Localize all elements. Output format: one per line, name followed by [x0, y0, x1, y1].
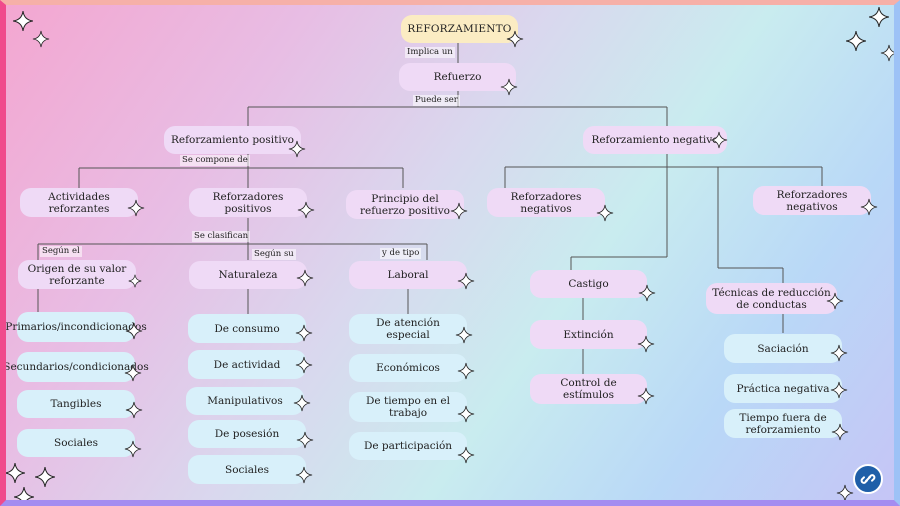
sparkle-icon	[125, 322, 143, 340]
leaf-atencion-especial[interactable]: De atención especial	[349, 314, 467, 344]
sparkle-icon	[500, 78, 518, 96]
sparkle-icon	[710, 131, 728, 149]
leaf-manipulativos[interactable]: Manipulativos	[186, 387, 304, 415]
node-castigo[interactable]: Castigo	[530, 270, 647, 298]
leaf-tiempo-fuera[interactable]: Tiempo fuera de reforzamiento	[724, 409, 842, 438]
sparkle-icon	[124, 364, 142, 382]
sparkle-icon	[457, 362, 475, 380]
node-principio-refuerzo-positivo[interactable]: Principio del refuerzo positivo	[346, 190, 464, 219]
node-extincion[interactable]: Extinción	[530, 320, 647, 349]
sparkle-icon	[846, 31, 866, 51]
sparkle-icon	[295, 356, 313, 374]
sparkle-icon	[295, 466, 313, 484]
link-label-puede-ser: Puede ser	[413, 95, 460, 106]
leaf-de-participacion[interactable]: De participación	[349, 432, 467, 460]
sparkle-icon	[288, 140, 306, 158]
sparkle-icon	[830, 381, 848, 399]
node-control-estimulos[interactable]: Control de estímulos	[530, 374, 647, 404]
link-label-segun-su: Según su	[252, 249, 296, 260]
sparkle-icon	[831, 423, 849, 441]
node-actividades-reforzantes[interactable]: Actividades reforzantes	[20, 188, 138, 217]
node-reforzamiento-positivo[interactable]: Reforzamiento positivo	[164, 126, 301, 154]
sparkle-icon	[457, 405, 475, 423]
node-tecnicas-reduccion[interactable]: Técnicas de reducción de conductas	[706, 283, 837, 314]
sparkle-icon	[295, 324, 313, 342]
sparkle-icon	[860, 198, 878, 216]
node-reforzadores-positivos[interactable]: Reforzadores positivos	[189, 188, 307, 217]
sparkle-icon	[637, 335, 655, 353]
node-origen-valor-reforzante[interactable]: Origen de su valor reforzante	[18, 260, 136, 289]
sparkle-icon	[638, 284, 656, 302]
sparkle-icon	[457, 272, 475, 290]
sparkle-icon	[125, 401, 143, 419]
link-icon[interactable]	[853, 464, 883, 494]
leaf-primarios[interactable]: Primarios/incondicionados	[5, 312, 147, 342]
sparkle-icon	[637, 387, 655, 405]
leaf-saciacion[interactable]: Saciación	[724, 334, 842, 363]
leaf-de-actividad[interactable]: De actividad	[188, 350, 306, 379]
node-reforzadores-negativos-1[interactable]: Reforzadores negativos	[487, 188, 605, 217]
node-reforzadores-negativos-2[interactable]: Reforzadores negativos	[753, 186, 871, 215]
sparkle-icon	[450, 202, 468, 220]
node-laboral[interactable]: Laboral	[349, 261, 467, 289]
sparkle-icon	[296, 269, 314, 287]
sparkle-icon	[5, 463, 25, 483]
leaf-de-consumo[interactable]: De consumo	[188, 314, 306, 343]
leaf-economicos[interactable]: Económicos	[349, 354, 467, 382]
sparkle-icon	[35, 467, 55, 487]
sparkle-icon	[830, 344, 848, 362]
sparkle-icon	[14, 487, 34, 506]
sparkle-icon	[457, 446, 475, 464]
node-refuerzo[interactable]: Refuerzo	[399, 63, 516, 91]
node-reforzamiento[interactable]: REFORZAMIENTO	[401, 15, 518, 43]
link-label-se-compone-de: Se compone de	[180, 155, 250, 166]
sparkle-icon	[880, 44, 898, 62]
leaf-secundarios[interactable]: Secundarios/condicionados	[3, 352, 149, 382]
sparkle-icon	[32, 30, 50, 48]
sparkle-icon	[826, 292, 844, 310]
leaf-tangibles[interactable]: Tangibles	[17, 390, 135, 418]
sparkle-icon	[128, 274, 142, 288]
link-label-implica-un: Implica un	[405, 47, 455, 58]
sparkle-icon	[13, 11, 33, 31]
link-label-se-clasifican: Se clasifican	[192, 231, 251, 242]
node-naturaleza[interactable]: Naturaleza	[189, 261, 307, 289]
link-icon-glyph	[860, 474, 876, 484]
sparkle-icon	[506, 30, 524, 48]
sparkle-icon	[293, 394, 311, 412]
leaf-sociales-naturaleza[interactable]: Sociales	[188, 455, 306, 484]
sparkle-icon	[836, 484, 854, 502]
link-label-y-de-tipo: y de tipo	[380, 248, 422, 259]
sparkle-icon	[296, 431, 314, 449]
sparkle-icon	[869, 7, 889, 27]
leaf-tiempo-trabajo[interactable]: De tiempo en el trabajo	[349, 392, 467, 422]
sparkle-icon	[596, 204, 614, 222]
leaf-sociales-origen[interactable]: Sociales	[17, 429, 135, 457]
node-reforzamiento-negativo[interactable]: Reforzamiento negativo	[583, 126, 727, 154]
sparkle-icon	[297, 201, 315, 219]
sparkle-icon	[127, 199, 145, 217]
link-label-segun-el: Según el	[40, 246, 82, 257]
leaf-practica-negativa[interactable]: Práctica negativa	[724, 374, 842, 403]
sparkle-icon	[124, 440, 142, 458]
sparkle-icon	[455, 326, 473, 344]
leaf-de-posesion[interactable]: De posesión	[188, 420, 306, 448]
